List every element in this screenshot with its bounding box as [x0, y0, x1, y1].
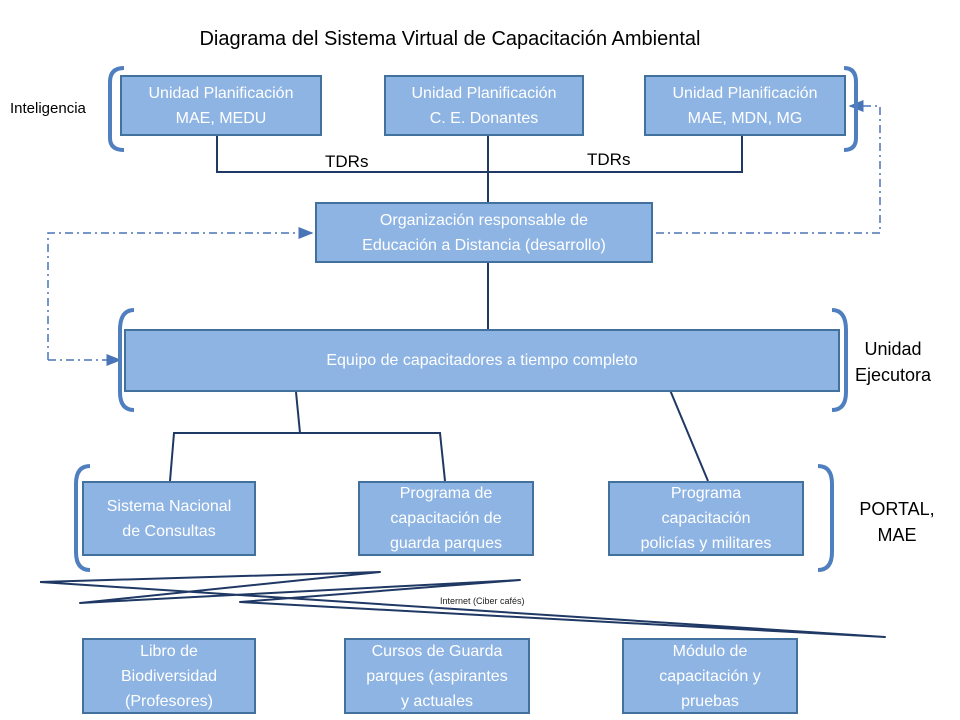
feedback-arrow-left [47, 227, 314, 360]
label-unidad-ejecutora: Unidad Ejecutora [854, 339, 932, 385]
node-planificacion-mae-mdn: Unidad Planificación MAE, MDN, MG [644, 75, 846, 136]
node-libro-biodiversidad: Libro de Biodiversidad (Profesores) [82, 638, 256, 714]
node-modulo-capacitacion: Módulo de capacitación y pruebas [622, 638, 798, 714]
bracket-inteligencia-right [843, 66, 858, 152]
node-cursos-guarda-parques: Cursos de Guarda parques (aspirantes y a… [344, 638, 530, 714]
bracket-ejecutora-left [118, 308, 135, 412]
bracket-portal-left [74, 464, 91, 572]
diagram-title: Diagrama del Sistema Virtual de Capacita… [199, 28, 701, 50]
bracket-ejecutora-right [831, 308, 848, 412]
feedback-arrow-right [656, 100, 881, 234]
label-tdrs-right: TDRs [587, 150, 631, 169]
node-programa-guarda-parques: Programa de capacitación de guarda parqu… [358, 481, 534, 556]
node-planificacion-donantes: Unidad Planificación C. E. Donantes [384, 75, 584, 136]
node-planificacion-mae-medu: Unidad Planificación MAE, MEDU [120, 75, 322, 136]
connector-equipo-bus [295, 391, 301, 434]
node-equipo-capacitadores: Equipo de capacitadores a tiempo complet… [124, 329, 840, 392]
bracket-portal-right [817, 464, 834, 572]
connector-top-bus [216, 136, 743, 173]
node-organizacion: Organización responsable de Educación a … [315, 202, 653, 263]
bracket-inteligencia-left [108, 66, 125, 152]
label-internet: Internet (Ciber cafés) [440, 596, 525, 606]
label-inteligencia: Inteligencia [10, 100, 86, 117]
label-tdrs-left: TDRs [325, 152, 369, 171]
internet-lightning [39, 571, 886, 638]
connector-equipo-policias [669, 389, 709, 482]
node-sistema-consultas: Sistema Nacional de Consultas [82, 481, 256, 556]
label-portal-mae: PORTAL, MAE [859, 499, 935, 545]
connector-programs-bus [169, 432, 446, 482]
node-programa-policias: Programa capacitación policías y militar… [608, 481, 804, 556]
